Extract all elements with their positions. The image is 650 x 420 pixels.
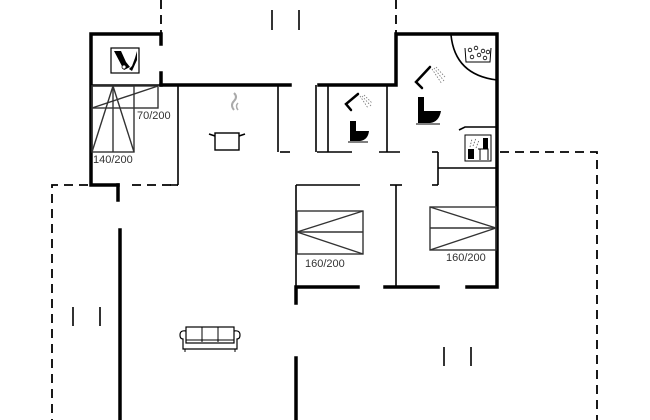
windows (72, 10, 472, 366)
interior-walls (91, 84, 497, 287)
shower-icon (344, 92, 373, 112)
whirlpool-area (450, 34, 498, 81)
bed-size-label-bunk-upper: 70/200 (137, 110, 171, 122)
shower-icon-2 (414, 65, 446, 90)
bed-size-label-bedroom1: 160/200 (305, 258, 345, 270)
double-bed-1 (296, 210, 364, 255)
sauna-icon (464, 134, 492, 162)
washing-icon (110, 47, 140, 74)
bunk-bed (91, 85, 159, 153)
bed-size-label-bunk-lower: 140/200 (93, 154, 133, 166)
toilet-icon-2 (416, 97, 441, 125)
bed-size-label-bedroom2: 160/200 (446, 252, 486, 264)
exterior-walls (89, 32, 499, 420)
toilet-icon (348, 121, 369, 143)
sofa-icon (179, 326, 241, 352)
double-bed-2 (429, 206, 497, 251)
cooking-pot-icon (208, 92, 246, 151)
whirlpool-icon (464, 45, 492, 63)
